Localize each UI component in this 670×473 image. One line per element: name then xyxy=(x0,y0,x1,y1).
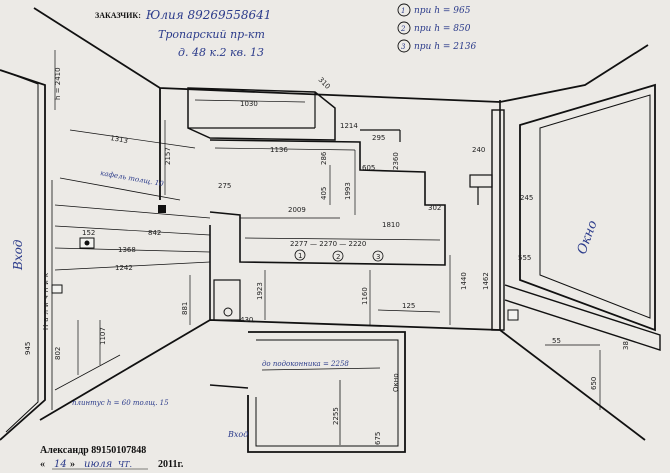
dim-286: 286 xyxy=(320,151,328,165)
dim-1923: 1923 xyxy=(256,282,264,300)
dim-1810: 1810 xyxy=(382,221,400,229)
date-month: июля xyxy=(84,459,112,470)
legend-num-1: 1 xyxy=(401,7,405,15)
legend-text-1: при h = 965 xyxy=(414,6,471,16)
plan-door-line xyxy=(209,384,249,389)
dim-1242: 1242 xyxy=(115,264,133,272)
socket-icon-2 xyxy=(51,284,63,294)
floor-plan-inner xyxy=(255,339,399,447)
dim-881: 881 xyxy=(181,302,189,315)
dim-152: 152 xyxy=(82,229,95,237)
nalichnik-label: Наличник xyxy=(42,270,50,330)
author-line: Александр 89150107848 xyxy=(40,445,146,456)
pipe-bracket xyxy=(469,174,493,188)
floor-plan-outline xyxy=(247,331,406,453)
legend-circle-2 xyxy=(397,21,411,35)
marker-circle-1 xyxy=(294,249,306,261)
date-day: 14 xyxy=(54,459,67,470)
dim-2255: 2255 xyxy=(332,407,340,425)
dim-1462: 1462 xyxy=(482,272,490,290)
date-year: 2011г. xyxy=(158,459,184,470)
riser-pipe xyxy=(491,109,505,331)
dim-1160: 1160 xyxy=(361,287,369,305)
dim-1030: 1030 xyxy=(240,100,258,108)
date-close-quote: » xyxy=(70,459,75,470)
legend-num-3: 3 xyxy=(401,43,406,51)
plinth-label: плинтус h = 60 толщ. 15 xyxy=(72,399,169,407)
dim-1440: 1440 xyxy=(460,272,468,290)
plinth-line xyxy=(54,354,121,391)
dim-38: 38 xyxy=(622,341,630,350)
pipe-outlet xyxy=(223,307,233,317)
dim-675: 675 xyxy=(374,432,382,445)
address-line-2: д. 48 к.2 кв. 13 xyxy=(178,46,264,59)
dim-2009: 2009 xyxy=(288,206,306,214)
back-wall-step xyxy=(209,139,446,266)
marker-circle-3 xyxy=(372,250,384,262)
marker-num-1: 1 xyxy=(298,252,302,260)
window-sill xyxy=(504,284,661,351)
dim-555: 555 xyxy=(518,254,531,262)
legend-circle-1 xyxy=(397,3,411,17)
dim-1313: 1313 xyxy=(110,134,129,145)
tile-line xyxy=(59,177,181,201)
dim-1993: 1993 xyxy=(344,182,352,200)
socket-dot-icon xyxy=(84,240,90,246)
dim-802: 802 xyxy=(54,347,62,360)
dim-1107: 1107 xyxy=(99,327,107,345)
window-glass xyxy=(539,94,651,319)
socket-icon-3 xyxy=(507,309,519,321)
entrance-label: Вход xyxy=(11,239,25,271)
client-label: ЗАКАЗЧИК: xyxy=(95,11,141,20)
dim-2157: 2157 xyxy=(164,147,172,165)
plan-sill-dim xyxy=(261,367,381,371)
marker-num-2: 2 xyxy=(336,253,340,261)
legend-circle-3 xyxy=(397,39,411,53)
dim-1214: 1214 xyxy=(340,122,358,130)
dim-650: 650 xyxy=(590,377,598,390)
dim-245: 245 xyxy=(520,194,533,202)
legend-num-2: 2 xyxy=(400,25,406,33)
dim-945: 945 xyxy=(24,342,32,355)
corner-cabinet xyxy=(213,279,241,321)
dim-275: 275 xyxy=(218,182,231,190)
dim-295: 295 xyxy=(372,134,385,142)
legend-text-2: при h = 850 xyxy=(414,24,471,34)
window-plan-label: Окно xyxy=(392,373,400,392)
address-line-1: Тропарский пр-кт xyxy=(158,28,265,41)
switch-icon xyxy=(158,205,166,213)
floor-edge xyxy=(39,319,646,441)
entrance-plan-label: Вход xyxy=(227,430,248,439)
entrance-door-frame xyxy=(0,69,46,441)
dim-842: 842 xyxy=(148,229,161,237)
dim-605: 605 xyxy=(362,164,375,172)
dim-430: 430 xyxy=(240,316,253,324)
dim-240: 240 xyxy=(472,146,485,154)
date-month-suffix: ЧТ. xyxy=(118,460,132,469)
dim-405: 405 xyxy=(320,187,328,200)
client-name: Юлия 89269558641 xyxy=(145,8,271,22)
dimension-lines xyxy=(54,50,601,410)
date-open-quote: « xyxy=(40,459,45,470)
sill-label: до подоконника = 2258 xyxy=(262,360,349,368)
dim-1136: 1136 xyxy=(270,146,288,154)
dim-2277-2270-2220: 2277 — 2270 — 2220 xyxy=(290,240,366,248)
dim-h-top: h = 2410 xyxy=(54,67,62,100)
dim-125: 125 xyxy=(402,302,415,310)
dim-302: 302 xyxy=(428,204,441,212)
marker-circle-2 xyxy=(332,250,344,262)
entrance-door-inner xyxy=(5,71,39,433)
legend-text-3: при h = 2136 xyxy=(414,42,476,52)
dim-2360: 2360 xyxy=(392,152,400,170)
window-frame xyxy=(519,83,656,332)
dim-1368: 1368 xyxy=(118,246,136,254)
marker-num-3: 3 xyxy=(376,253,380,261)
dim-55: 55 xyxy=(552,337,561,345)
